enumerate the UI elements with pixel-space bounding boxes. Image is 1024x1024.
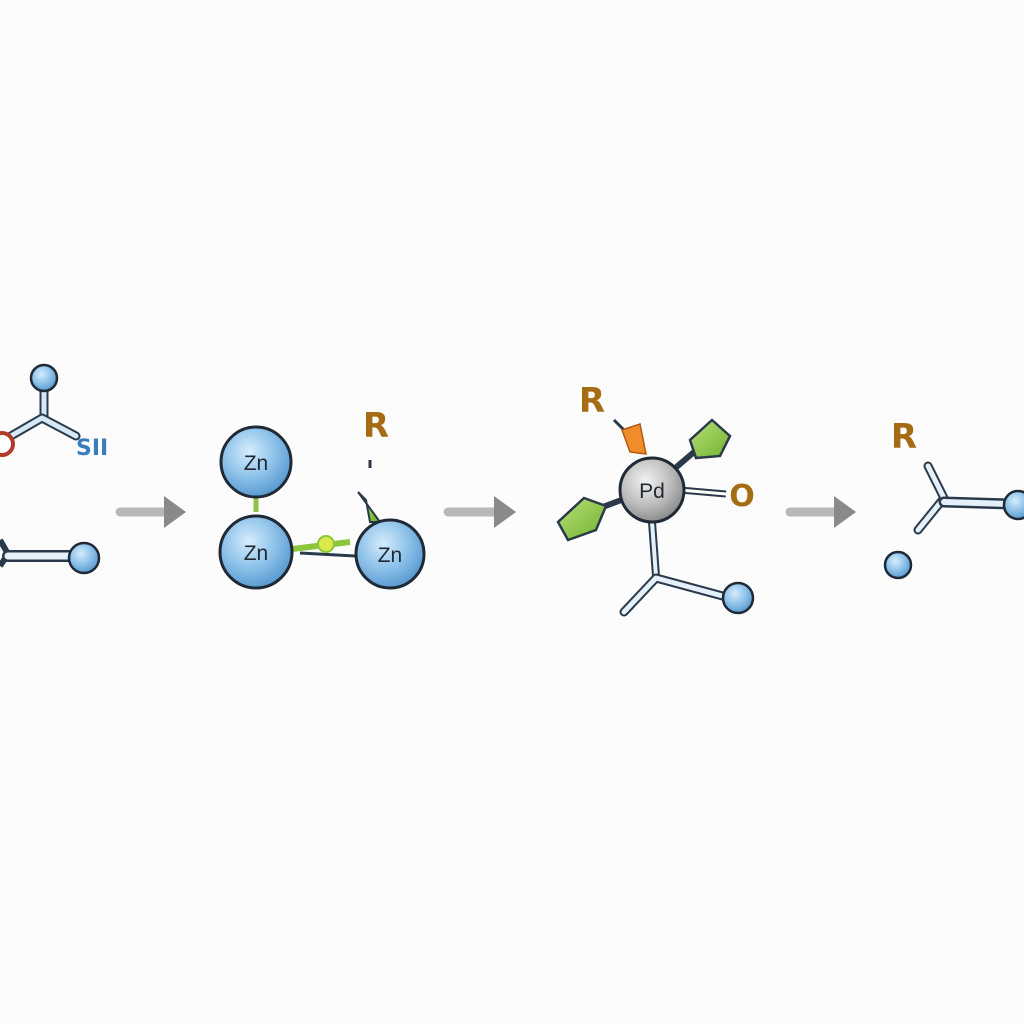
atom-zn bbox=[218, 514, 294, 590]
pd-label: Pd bbox=[639, 480, 665, 503]
o-ligand-label: O bbox=[729, 479, 755, 514]
bond-highlight bbox=[621, 575, 733, 615]
atom-oxygen bbox=[0, 431, 15, 457]
zn-label: Zn bbox=[378, 544, 403, 567]
r-group-label: R bbox=[579, 381, 605, 421]
bridge-atom bbox=[317, 535, 335, 553]
atom-blue bbox=[1002, 489, 1024, 521]
bond-highlight bbox=[650, 520, 658, 578]
bond bbox=[299, 551, 356, 558]
reaction-arrow-icon bbox=[443, 496, 516, 528]
ligand-green bbox=[688, 418, 732, 460]
atom-zn bbox=[354, 518, 426, 590]
zn-label: Zn bbox=[244, 542, 269, 565]
reactive-arrow-icon bbox=[621, 423, 647, 455]
atom-blue bbox=[67, 541, 101, 575]
atom-blue bbox=[29, 363, 59, 393]
bond-highlight bbox=[1, 415, 79, 443]
molecule-step3: Pd R O bbox=[556, 381, 755, 617]
r-group-label: R bbox=[363, 406, 389, 446]
molecule-step2: Zn Zn Zn R bbox=[218, 406, 426, 590]
atom-zn bbox=[219, 425, 293, 499]
reaction-arrow-icon bbox=[785, 496, 856, 528]
ligand-green bbox=[556, 496, 608, 542]
ligand-green bbox=[357, 491, 382, 523]
r-group-label: R bbox=[891, 417, 917, 457]
molecule-step4: R bbox=[883, 417, 1024, 580]
zn-label: Zn bbox=[244, 452, 269, 475]
bond-highlight bbox=[679, 488, 727, 496]
molecule-step1: SII bbox=[0, 363, 108, 575]
atom-blue bbox=[883, 550, 913, 580]
atom-pd bbox=[618, 456, 686, 524]
label-sii: SII bbox=[76, 436, 108, 461]
reaction-arrow-icon bbox=[115, 496, 186, 528]
bond-highlight bbox=[941, 499, 1013, 507]
atom-blue bbox=[721, 581, 755, 615]
